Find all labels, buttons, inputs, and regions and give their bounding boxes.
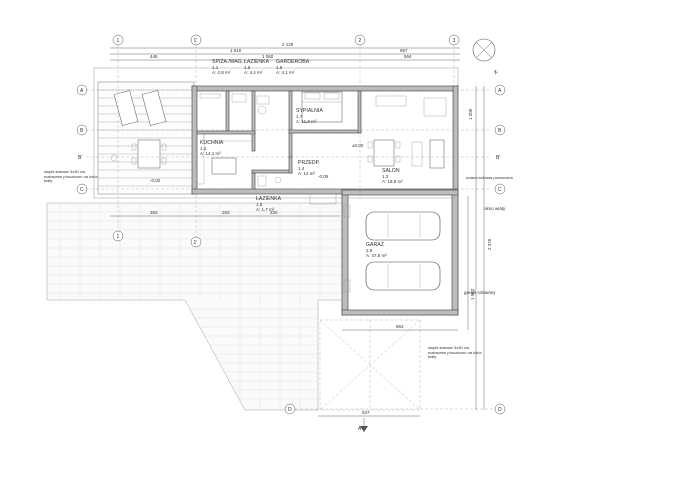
dim-top-total: 2 125 [282,42,294,47]
dim-right-1: 1 200 [468,108,473,120]
axis-markers-right: A B B' C D [494,84,506,415]
axis-markers-left: A B B' C [76,84,88,195]
dimension-lines-top: 2 125 1 510 1 060 657 564 445 [110,42,460,61]
dim-top-seg1: 1 510 [230,48,242,53]
compass-north-label: N [492,69,499,76]
room-name-przedpokoj: PRZEDP. [298,160,320,166]
room-id-garderoba: 1.6 [276,65,283,70]
axis-top-4: 3 [453,38,456,44]
axis-top-3: 2 [359,38,362,44]
axis-left-1: A [80,88,84,94]
axis-left-3: B' [78,155,82,161]
room-name-spizarnia: SPIŻA./MAG. [212,58,243,65]
axis-markers-bottom: 1 1' D [112,230,296,415]
room-area-sypialnia: A: 11,8 m² [296,119,317,124]
note-porch: ganek rolowany [464,290,496,295]
axis-right-2: B [498,128,502,134]
dimension-lines-right: 1 200 2 376 1 062 [467,86,492,410]
room-id-przedpokoj: 1.4 [298,166,305,171]
dim-right-2: 2 376 [487,238,492,250]
axis-right-5: D [498,407,502,413]
terrace-level: -0,02 [150,178,161,183]
level-house: ±0,00 [352,143,364,148]
note-left-columns: słupki stalowe 5x30 cm, malowane proszko… [44,170,98,184]
axis-bottom-3: D [288,407,292,413]
room-area-garderoba: A: 4,1 m² [276,70,295,75]
room-area-kuchnia: A: 14,1 m² [200,151,221,156]
axis-right-3: B' [496,155,500,161]
dim-top-seg3: 657 [400,48,408,53]
dim-top-seg2: 1 060 [262,54,274,59]
room-id-spizarnia: 1.1 [212,65,219,70]
terrace: -0,02 [97,81,195,195]
dim-right-3: 1 062 [470,288,475,300]
compass-icon: N [472,38,499,76]
grid-lines [86,45,500,410]
level-entry: -0,05 [318,174,329,179]
axis-markers-top: 1 1' 2 3 [112,34,460,46]
axis-right-1: A [498,88,502,94]
room-name-lazienka-bottom: ŁAZIENKA [256,196,282,202]
axis-left-2: B [80,128,84,134]
room-name-salon: SALON [382,168,400,174]
dim-top-left: 445 [150,54,158,59]
dim-bottom-4: 663 [396,324,404,329]
axis-bottom-1: 1 [117,234,120,240]
room-area-lazienka-bottom: A: 1,7 m² [256,207,275,212]
room-id-garaz: 2.9 [366,248,373,253]
garage [341,189,459,316]
axis-right-4: C [498,187,502,193]
room-labels: SPIŻA./MAG. 1.1 A: 2,8 m² ŁAZIENKA 1.5 A… [200,58,403,258]
dim-bottom-5: 537 [362,410,370,415]
notes: słupki stalowe 5x30 cm, malowane proszko… [44,170,513,360]
room-area-spizarnia: A: 2,8 m² [212,70,231,75]
room-name-lazienka-top: ŁAZIENKA [244,59,270,65]
room-id-lazienka-bottom: 1.8 [256,202,263,207]
room-area-salon: A: 18,8 m² [382,179,403,184]
dim-bottom-1: 353 [150,210,158,215]
room-area-przedpokoj: A: 14 m² [298,171,316,176]
room-name-garderoba: GARDEROBA [276,59,310,65]
axis-bottom-2: 1' [194,240,198,246]
note-window: okno wiaty [484,206,506,211]
carport-area [319,319,421,411]
dimension-lines-bottom: 353 253 220 663 537 [110,210,458,417]
axis-left-4: C [80,187,84,193]
room-id-kuchnia: 1.2 [200,146,207,151]
driveway-paving [46,202,346,411]
section-mark-label: A [358,426,362,432]
dim-bottom-3: 220 [270,210,278,215]
room-id-sypialnia: 1.7 [296,114,303,119]
house-furniture [196,91,447,205]
note-glass-wall: ściana szklana przesuwna [466,176,513,180]
dim-top-seg4: 564 [404,54,412,59]
room-name-kuchnia: KUCHNIA [200,140,224,146]
room-id-lazienka-top: 1.5 [244,65,251,70]
note-bottom-columns: słupki stalowe 5x30 cm, malowane proszko… [428,346,482,360]
dim-bottom-2: 253 [222,210,230,215]
room-area-lazienka-top: A: 4,4 m² [244,70,263,75]
room-id-salon: 1.3 [382,174,389,179]
room-name-garaz: GARAŻ [366,241,384,248]
car-top [365,211,441,241]
room-area-garaz: A: 47,5 m² [366,253,387,258]
axis-top-2: 1' [194,38,198,44]
room-name-sypialnia: SYPIALNIA [296,108,323,114]
section-marker: A [358,418,368,432]
axis-top-1: 1 [117,38,120,44]
car-bottom [365,261,441,291]
